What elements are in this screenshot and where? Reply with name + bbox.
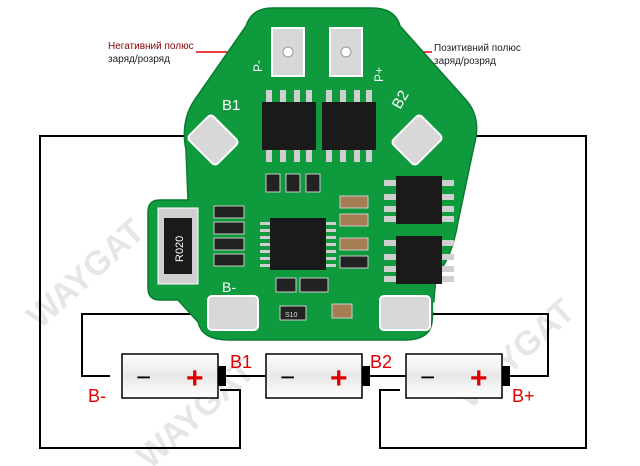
pad-label-p-plus: P+ xyxy=(372,67,386,82)
resistor-label: R020 xyxy=(174,236,186,262)
battery-2: − + xyxy=(265,353,370,399)
mosfet-chip xyxy=(396,236,442,284)
mosfet-chip xyxy=(262,102,316,150)
pad-label-b-minus: B- xyxy=(222,279,236,295)
pad-b2 xyxy=(391,114,443,166)
wire-b-plus xyxy=(407,313,549,377)
pad-label-b-plus: B+ xyxy=(432,299,450,315)
battery-minus-sign: − xyxy=(136,362,151,392)
battery-cap xyxy=(502,366,510,386)
battery-plus-sign: + xyxy=(470,362,488,395)
pad-b1 xyxy=(187,114,239,166)
battery-minus-sign: − xyxy=(280,362,295,392)
callout-negative-line2: заряд/розряд xyxy=(108,54,170,65)
pad-hole xyxy=(340,46,352,58)
callout-negative: Негативний полюс заряд/розряд xyxy=(108,40,194,66)
battery-1: − + xyxy=(121,353,226,399)
wire-label-b-plus: B+ xyxy=(512,386,535,406)
mosfet-chip xyxy=(396,176,442,224)
callout-positive-line2: заряд/розряд xyxy=(434,56,496,67)
pad-label-b2: B2 xyxy=(389,88,413,112)
battery-3: − + xyxy=(405,353,510,399)
smd-components xyxy=(213,173,369,321)
chip-pins xyxy=(266,90,372,162)
battery-body xyxy=(121,353,219,399)
wire-b1 xyxy=(39,135,241,449)
controller-ic xyxy=(270,218,326,270)
pad-hole xyxy=(282,46,294,58)
shunt-resistor xyxy=(164,218,192,274)
battery-plus-sign: + xyxy=(186,362,204,395)
battery-cap xyxy=(362,366,370,386)
battery-cap xyxy=(218,366,226,386)
wire-b-minus xyxy=(81,313,223,377)
wire-label-b2: B2 xyxy=(370,352,392,372)
wire-b2 xyxy=(379,135,587,449)
pad-b-minus xyxy=(207,295,259,331)
component-code-s10: S10 xyxy=(285,312,298,319)
battery-minus-sign: − xyxy=(420,362,435,392)
pad-p-minus xyxy=(271,27,305,77)
callout-negative-line1: Негативний полюс xyxy=(108,41,194,52)
callout-positive: Позитивний полюс заряд/розряд xyxy=(434,42,521,68)
chip-pins xyxy=(384,180,454,282)
wire-label-b1: B1 xyxy=(230,352,252,372)
pad-b-plus xyxy=(379,295,431,331)
pad-label-p-minus: P- xyxy=(251,60,265,72)
wire-label-b-minus: B- xyxy=(88,386,106,406)
ic-pins xyxy=(260,222,336,267)
wiring xyxy=(39,135,587,449)
battery-body xyxy=(265,353,363,399)
battery-plus-sign: + xyxy=(330,362,348,395)
mosfet-chip xyxy=(322,102,376,150)
pcb-board: P- P+ B1 B2 xyxy=(147,7,478,341)
pad-label-b1: B1 xyxy=(222,97,240,114)
callout-positive-line1: Позитивний полюс xyxy=(434,43,521,54)
